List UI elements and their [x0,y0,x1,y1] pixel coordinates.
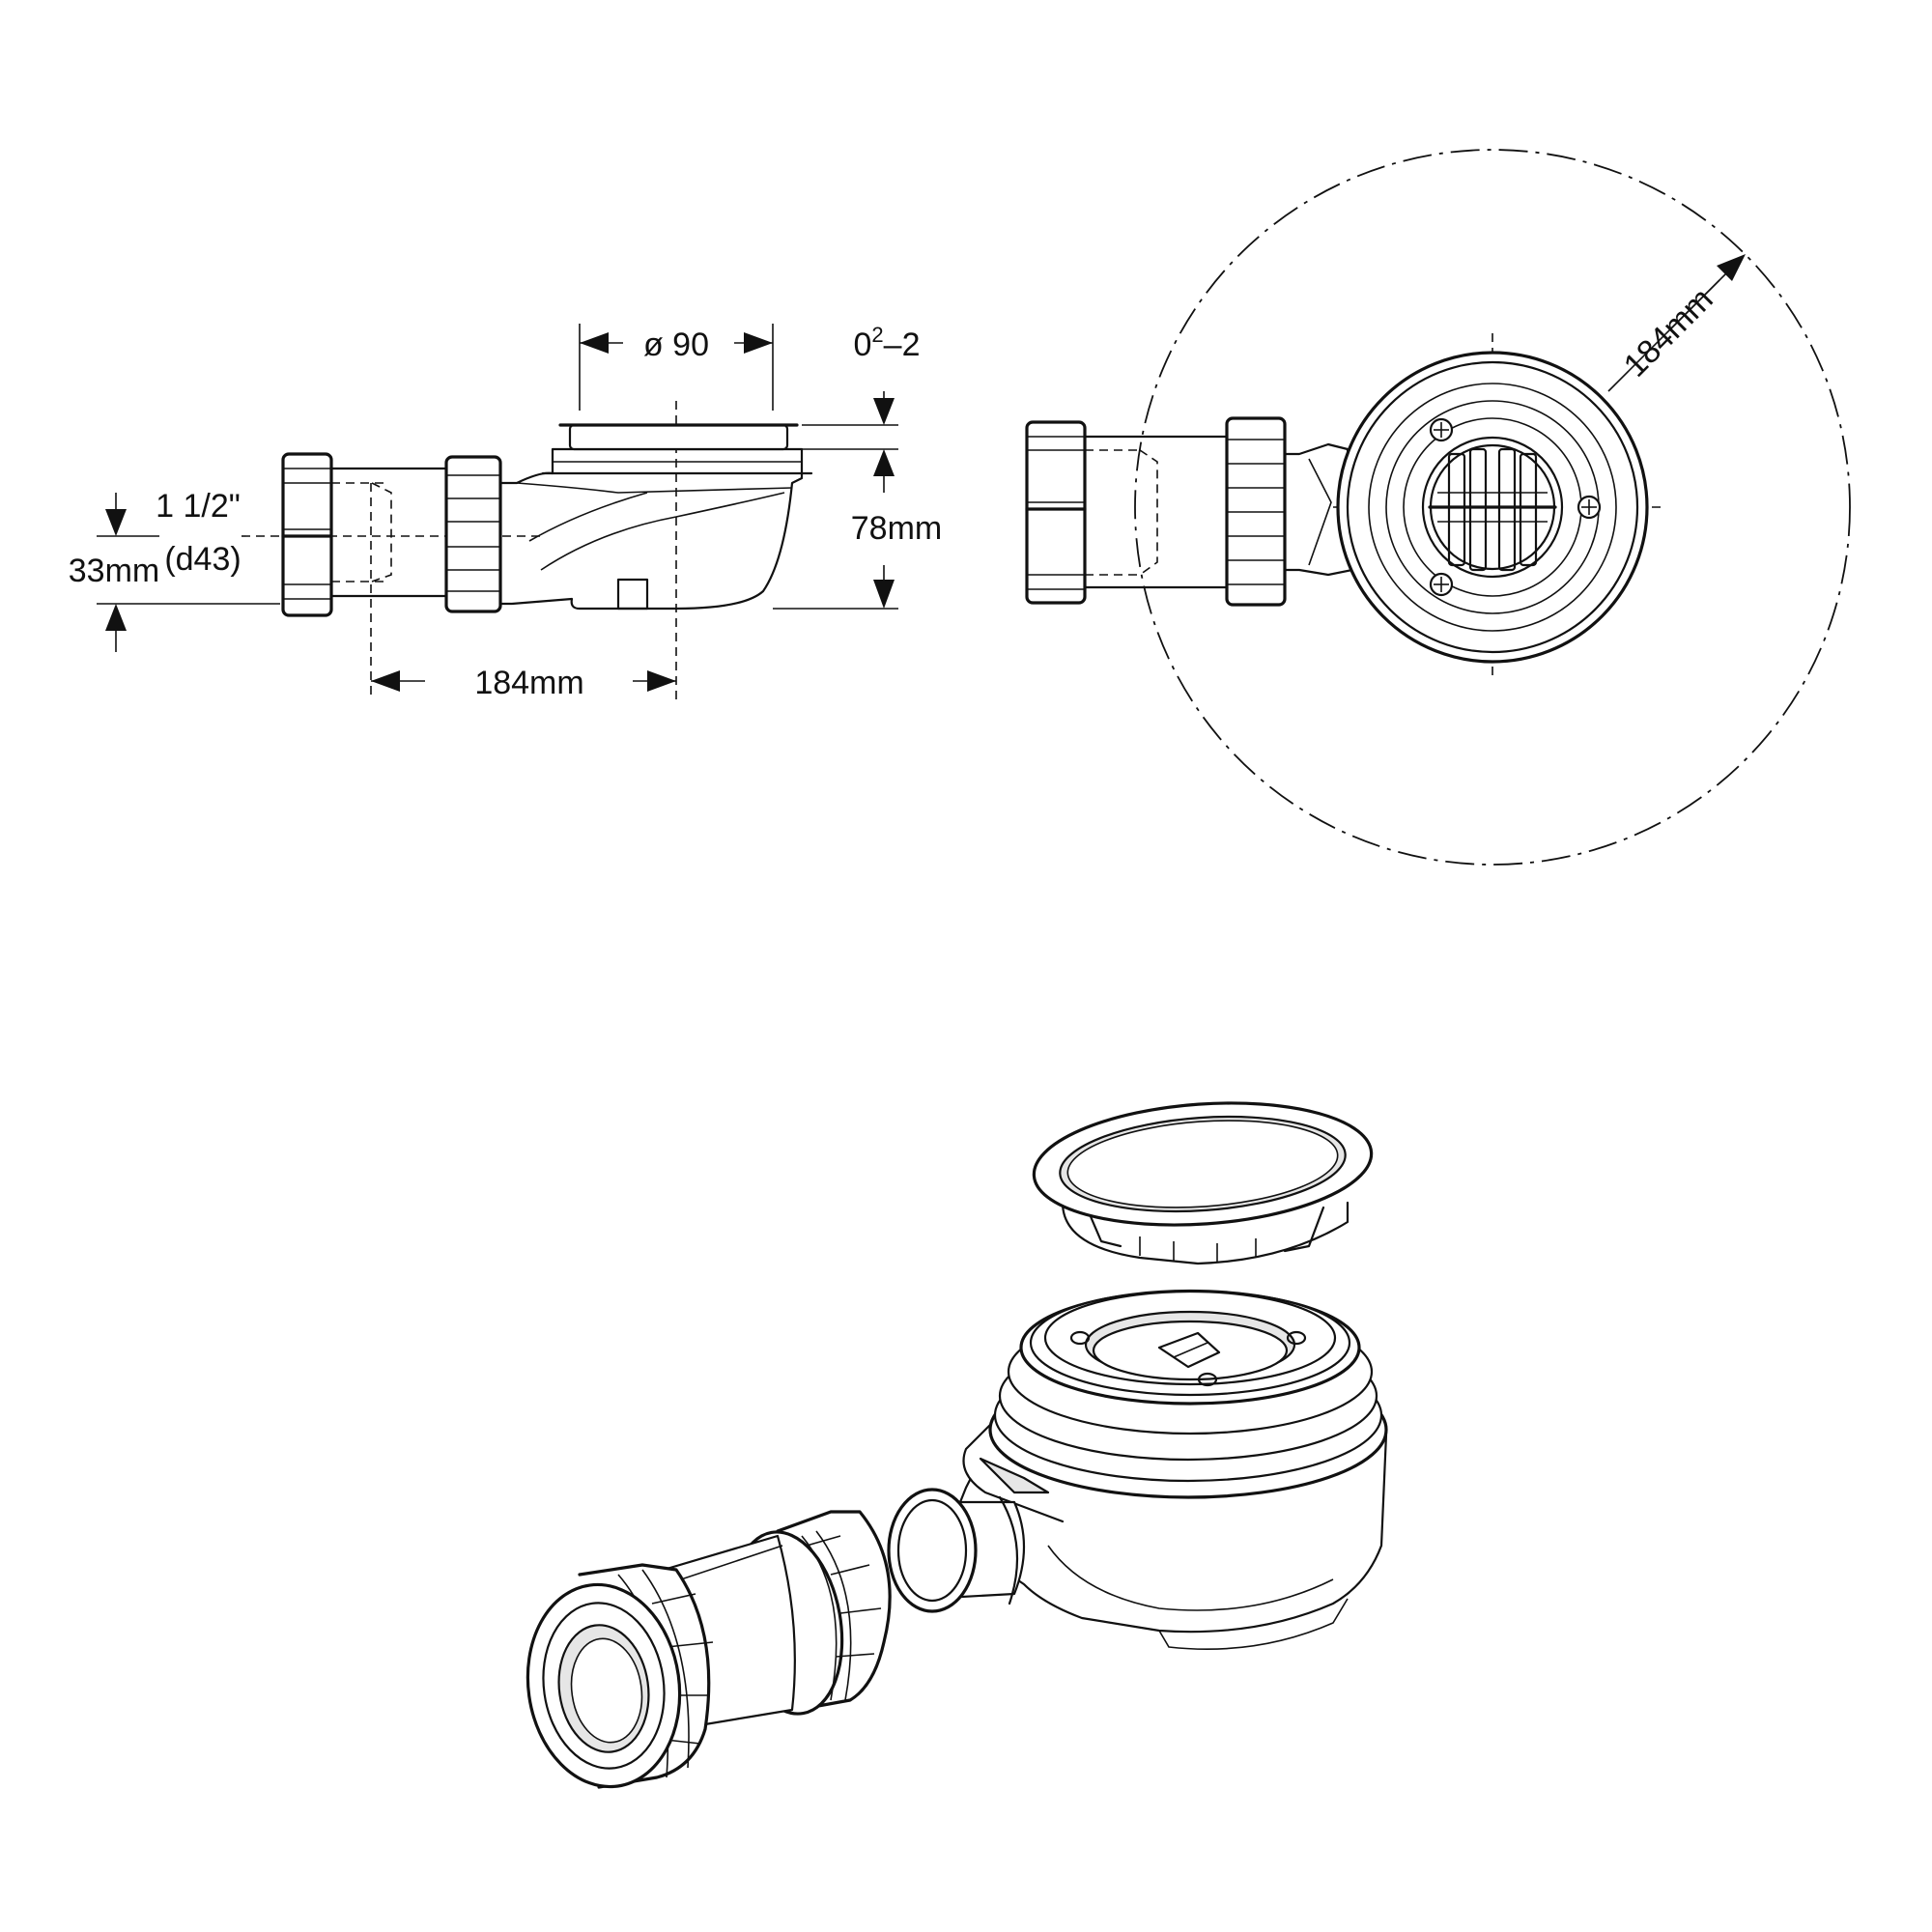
dim-height: 78mm [773,510,942,610]
dim-length-label: 184mm [474,665,583,701]
dim-height-label: 78mm [851,510,942,547]
top-view-grate [1428,447,1557,572]
top-view-nut-right [1225,416,1287,607]
top-view-neck-detail [1308,458,1332,566]
side-view-nut-right [444,455,502,613]
dim-diameter-label: ø 90 [643,327,709,363]
iso-trap-body [954,1289,1388,1651]
side-view-trap-body [498,423,813,611]
iso-outlet-face [526,1582,682,1789]
side-view-nut-left [281,452,333,617]
top-view-pipe [1083,435,1229,589]
side-view: ø 90 02–2 78mm 1 1/2" ( [69,323,942,701]
dim-radius: 184mm [1607,254,1746,392]
top-view-radius-circle [1134,149,1851,866]
iso-grate-cover [1032,1101,1374,1265]
dim-thread-label: 1 1/2" [156,488,241,525]
dim-radius-label: 184mm [1617,281,1720,384]
top-view-nut-left [1025,420,1087,605]
top-view-screws [1429,417,1602,597]
dim-pipe-label: (d43) [164,541,241,578]
dim-length: 184mm [371,665,676,701]
side-view-pipe [329,467,448,696]
dim-adjust-label: 02–2 [854,323,921,363]
dim-diameter: ø 90 [579,324,774,411]
top-view: 184mm [1025,149,1851,866]
dim-adjust: 02–2 [802,323,921,493]
dim-outlet: 1 1/2" (d43) 33mm [69,488,280,652]
isometric-view [526,1101,1388,1789]
iso-outlet-socket [887,1488,1026,1613]
dim-outlet-height-label: 33mm [69,553,159,589]
